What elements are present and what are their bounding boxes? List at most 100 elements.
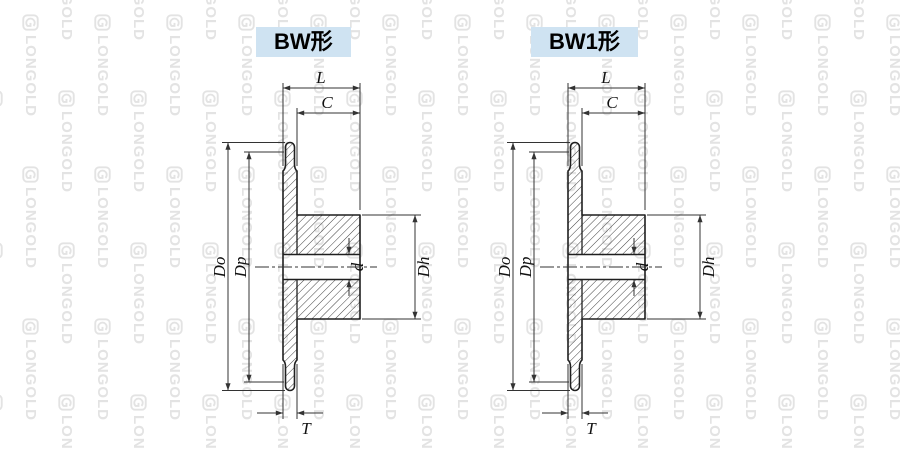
- watermark-text: LONGOLD: [130, 0, 147, 41]
- watermark-tile: LONGOLD: [670, 14, 687, 117]
- watermark-text: LONGOLD: [454, 187, 471, 269]
- watermark-tile: LONGOLD: [58, 0, 75, 41]
- longold-logo-icon: [310, 166, 327, 183]
- longold-logo-icon: [886, 166, 900, 183]
- watermark-tile: LONGOLD: [778, 90, 795, 193]
- longold-logo-icon: [166, 14, 183, 31]
- watermark-tile: LONGOLD: [22, 318, 39, 421]
- watermark-tile: LONGOLD: [166, 318, 183, 421]
- longold-logo-icon: [94, 166, 111, 183]
- longold-logo-icon: [778, 242, 795, 259]
- watermark-tile: LONGOLD: [58, 90, 75, 193]
- longold-logo-icon: [454, 166, 471, 183]
- watermark-text: LONGOLD: [58, 263, 75, 345]
- longold-logo-icon: [130, 242, 147, 259]
- dimensions: L C Do Dp d Dh T: [495, 68, 718, 438]
- longold-logo-icon: [490, 242, 507, 259]
- longold-logo-icon: [886, 318, 900, 335]
- watermark-text: LONGOLD: [778, 415, 795, 450]
- watermark-tile: LONGOLD: [706, 0, 723, 41]
- watermark-tile: LONGOLD: [418, 0, 435, 41]
- longold-logo-icon: [418, 90, 435, 107]
- longold-logo-icon: [94, 14, 111, 31]
- longold-logo-icon: [454, 318, 471, 335]
- longold-logo-icon: [22, 166, 39, 183]
- watermark-tile: LONGOLD: [418, 242, 435, 345]
- longold-logo-icon: [670, 14, 687, 31]
- longold-logo-icon: [58, 90, 75, 107]
- sprocket-body: [282, 141, 361, 392]
- dim-label-Do: Do: [210, 257, 229, 279]
- watermark-text: LONGOLD: [850, 263, 867, 345]
- watermark-tile: LONGOLD: [418, 90, 435, 193]
- watermark-text: LONGOLD: [94, 35, 111, 117]
- watermark-text: LONGOLD: [490, 0, 507, 41]
- badge-bw: BW形: [256, 27, 351, 57]
- watermark-tile: LONGOLD: [166, 166, 183, 269]
- longold-logo-icon: [94, 318, 111, 335]
- watermark-tile: LONGOLD: [634, 394, 651, 450]
- watermark-tile: LONGOLD: [382, 166, 399, 269]
- watermark-tile: LONGOLD: [634, 90, 651, 193]
- dim-label-L: L: [315, 68, 325, 87]
- longold-logo-icon: [742, 14, 759, 31]
- dim-label-Do: Do: [495, 257, 514, 279]
- sprocket-section: [255, 141, 377, 392]
- longold-logo-icon: [778, 90, 795, 107]
- watermark-text: LONGOLD: [886, 187, 900, 269]
- longold-logo-icon: [166, 166, 183, 183]
- dim-label-Dh: Dh: [699, 257, 718, 279]
- watermark-tile: LONGOLD: [886, 318, 900, 421]
- watermark-tile: LONGOLD: [814, 318, 831, 421]
- dimensions: L C Do Dp d Dh T: [210, 68, 433, 438]
- longold-logo-icon: [202, 242, 219, 259]
- watermark-tile: LONGOLD: [598, 166, 615, 269]
- longold-logo-icon: [346, 394, 363, 411]
- watermark-text: LONGOLD: [418, 0, 435, 41]
- watermark-tile: LONGOLD: [670, 166, 687, 269]
- watermark-tile: LONGOLD: [850, 394, 867, 450]
- watermark-tile: LONGOLD: [22, 14, 39, 117]
- longold-logo-icon: [202, 394, 219, 411]
- watermark-tile: LONGOLD: [94, 14, 111, 117]
- longold-logo-icon: [742, 318, 759, 335]
- watermark-text: LONGOLD: [454, 35, 471, 117]
- longold-logo-icon: [490, 394, 507, 411]
- dim-label-T: T: [586, 419, 597, 438]
- watermark-text: LONGOLD: [202, 0, 219, 41]
- watermark-text: LONGOLD: [886, 339, 900, 421]
- watermark-tile: LONGOLD: [94, 166, 111, 269]
- watermark-tile: LONGOLD: [346, 90, 363, 193]
- watermark-text: LONGOLD: [886, 35, 900, 117]
- watermark-tile: LONGOLD: [238, 14, 255, 117]
- dim-label-C: C: [321, 93, 333, 112]
- watermark-text: LONGOLD: [850, 111, 867, 193]
- watermark-tile: LONGOLD: [814, 14, 831, 117]
- watermark-text: LONGOLD: [58, 415, 75, 450]
- watermark-tile: LONGOLD: [742, 318, 759, 421]
- watermark-tile: LONGOLD: [0, 0, 3, 41]
- longold-logo-icon: [706, 394, 723, 411]
- longold-logo-icon: [706, 90, 723, 107]
- watermark-tile: LONGOLD: [22, 166, 39, 269]
- watermark-tile: LONGOLD: [382, 14, 399, 117]
- badge-bw1: BW1形: [531, 27, 638, 57]
- watermark-tile: LONGOLD: [130, 0, 147, 41]
- watermark-text: LONGOLD: [0, 0, 3, 41]
- watermark-text: LONGOLD: [814, 187, 831, 269]
- longold-logo-icon: [130, 90, 147, 107]
- watermark-text: LONGOLD: [742, 187, 759, 269]
- longold-logo-icon: [814, 318, 831, 335]
- watermark-text: LONGOLD: [814, 339, 831, 421]
- longold-logo-icon: [130, 394, 147, 411]
- longold-logo-icon: [454, 14, 471, 31]
- watermark-text: LONGOLD: [706, 0, 723, 41]
- longold-logo-icon: [202, 90, 219, 107]
- longold-logo-icon: [850, 242, 867, 259]
- longold-logo-icon: [814, 166, 831, 183]
- watermark-tile: LONGOLD: [202, 394, 219, 450]
- watermark-text: LONGOLD: [130, 415, 147, 450]
- longold-logo-icon: [706, 242, 723, 259]
- watermark-tile: LONGOLD: [886, 14, 900, 117]
- watermark-tile: LONGOLD: [346, 394, 363, 450]
